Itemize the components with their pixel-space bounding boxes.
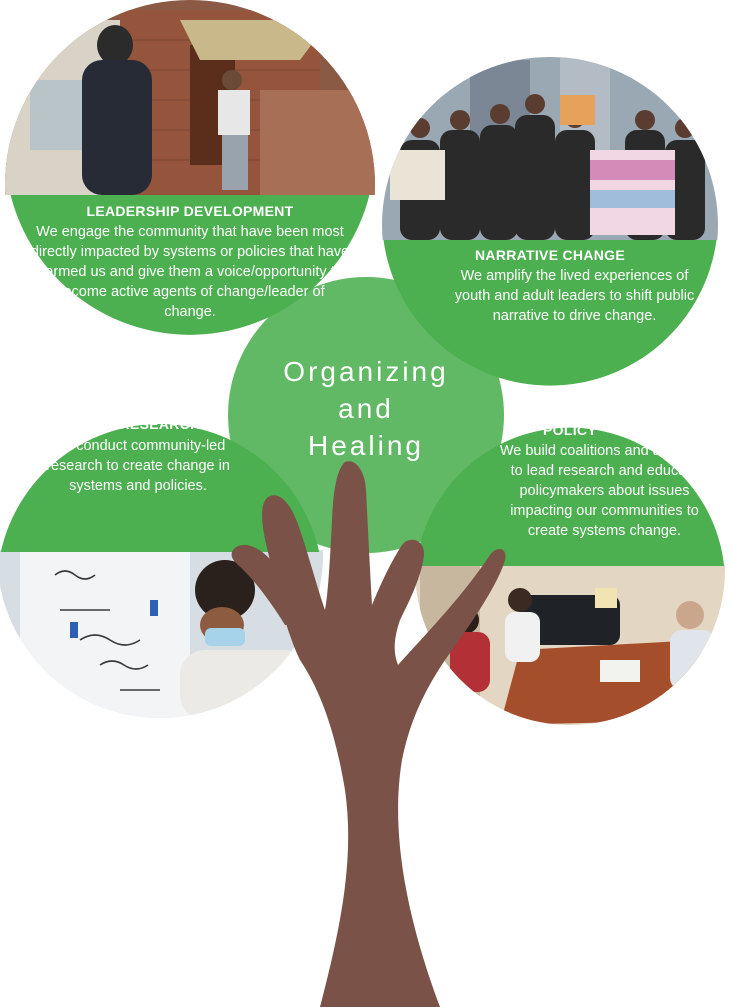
center-circle [228,277,504,553]
policy-body: We build coalitions and alliances to lea… [499,443,710,539]
policy-heading: POLICY [543,422,597,438]
narrative-photo [382,57,718,240]
narrative-heading: NARRATIVE CHANGE [475,247,625,263]
policy-photo [415,565,725,725]
leadership-heading: LEADERSHIP DEVELOPMENT [86,203,294,219]
center-title-line1: Organizing [283,356,449,387]
leadership-photo [5,0,375,195]
leadership-body: We engage the community that have been m… [30,224,350,320]
research-body: We conduct community-led research to cre… [46,438,230,494]
tree-hand-icon [231,461,506,1007]
research-heading: RESEARCH [119,416,201,432]
narrative-body: We amplify the lived experiences of yout… [454,268,695,324]
center-title-line3: Healing [308,430,424,461]
center-title-line2: and [338,393,394,424]
